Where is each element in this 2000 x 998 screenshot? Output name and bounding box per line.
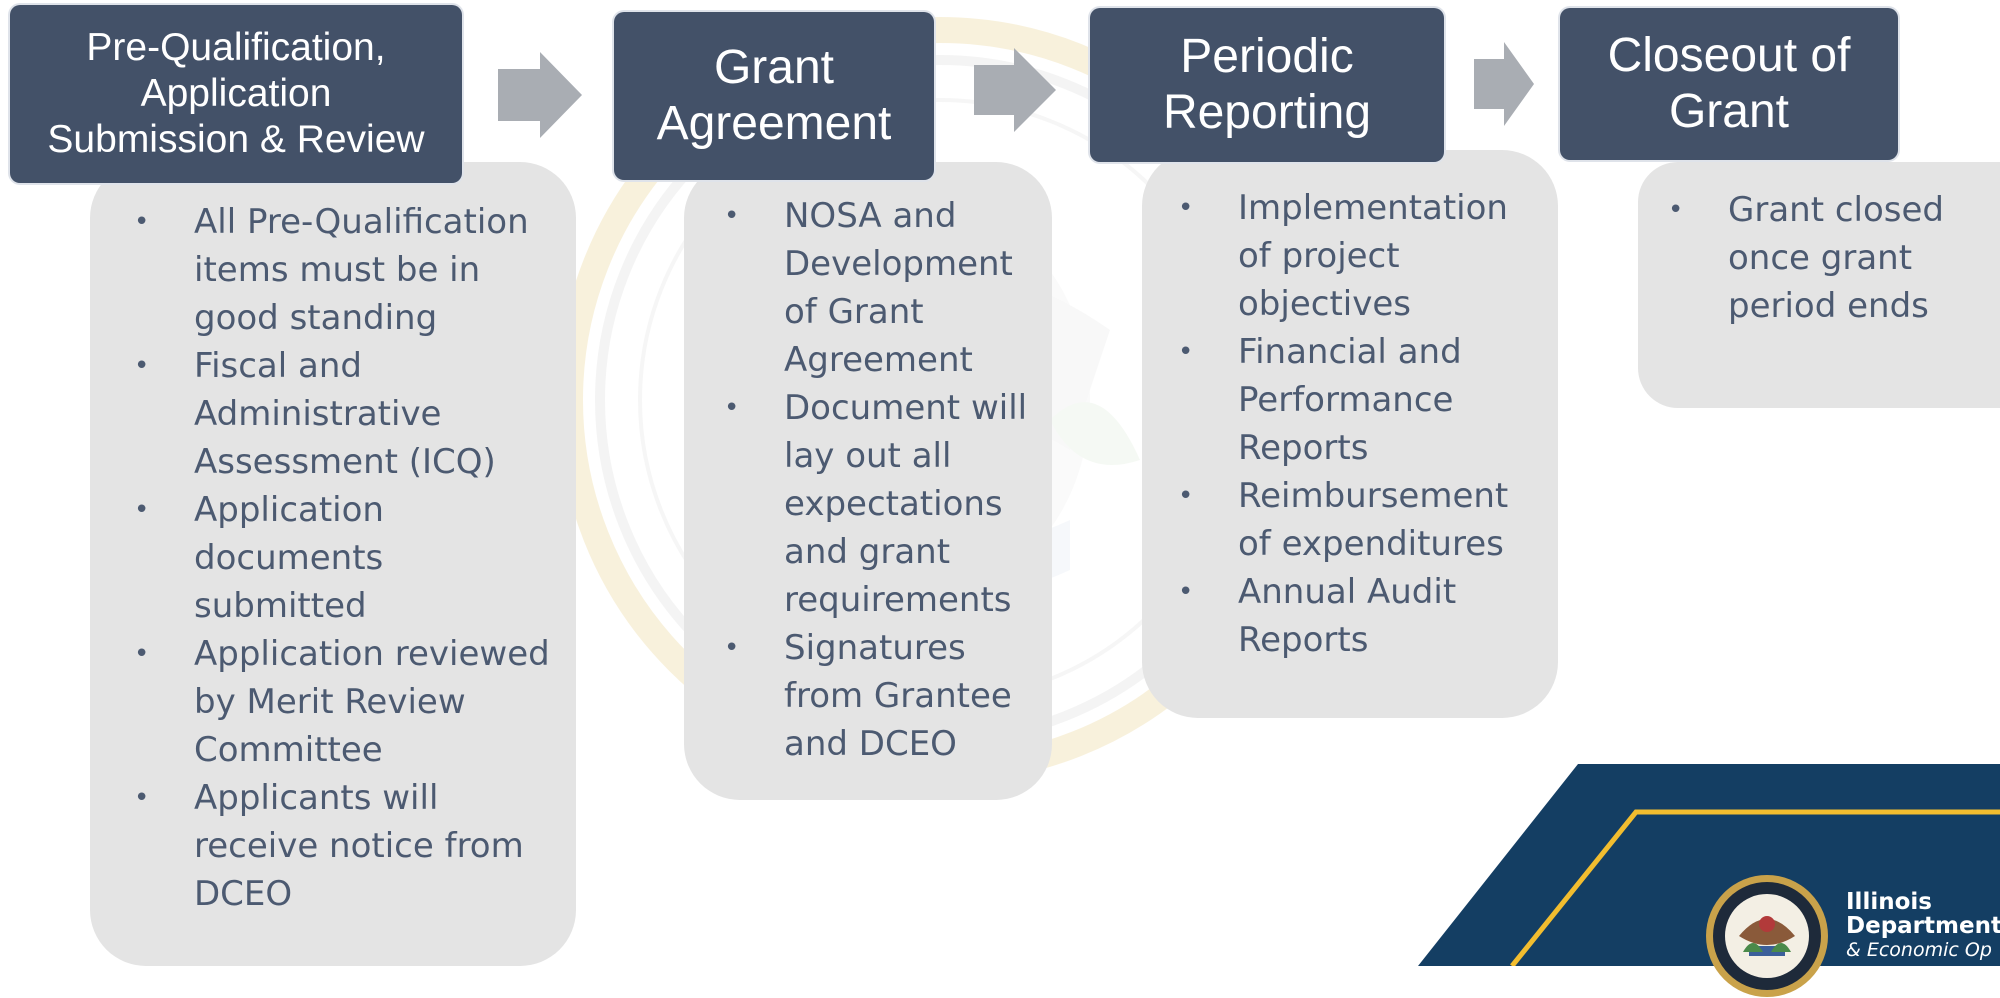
bullet: • bbox=[724, 393, 740, 423]
stage-panel-closeout: • Grant closed once grant period ends bbox=[1638, 162, 2000, 408]
bullet: • bbox=[134, 495, 150, 525]
list-item: • Fiscal and Administrative Assessment (I… bbox=[134, 342, 556, 486]
item-text: All Pre-Qualification items must be in g… bbox=[194, 202, 529, 338]
stage-panel-grant-agreement: • NOSA and Development of Grant Agreement… bbox=[684, 162, 1052, 800]
bullet: • bbox=[134, 639, 150, 669]
stage-header-grant-agreement: Grant Agreement bbox=[614, 12, 934, 180]
list-item: • Application documents submitted bbox=[134, 486, 556, 630]
item-text: Grant closed once grant period ends bbox=[1728, 190, 1945, 326]
item-text: NOSA and Development of Grant Agreement bbox=[784, 196, 1013, 380]
header-line: Submission & Review bbox=[47, 118, 425, 161]
chevron-arrow-icon bbox=[974, 48, 1056, 132]
stage-header-closeout: Closeout of Grant bbox=[1560, 8, 1898, 160]
bullet: • bbox=[1178, 193, 1194, 223]
list-item: • Annual Audit Reports bbox=[1178, 568, 1544, 664]
list-item: • All Pre-Qualification items must be in … bbox=[134, 198, 556, 342]
header-line: Reporting bbox=[1162, 86, 1372, 139]
logo-line-1: Illinois bbox=[1846, 889, 1932, 915]
bullet: • bbox=[1178, 577, 1194, 607]
stage-header-periodic-reporting: Periodic Reporting bbox=[1090, 8, 1444, 162]
bullet: • bbox=[134, 351, 150, 381]
list-item: • NOSA and Development of Grant Agreement bbox=[724, 192, 1038, 384]
stage-items-list: • Grant closed once grant period ends bbox=[1668, 186, 1986, 330]
bullet: • bbox=[1178, 481, 1194, 511]
chevron-arrow-icon bbox=[1474, 42, 1534, 126]
stage-panel-prequalification: • All Pre-Qualification items must be in … bbox=[90, 162, 576, 966]
item-text: Financial and Performance Reports bbox=[1238, 332, 1462, 468]
header-line: Closeout of bbox=[1607, 29, 1851, 82]
list-item: • Implementation of project objectives bbox=[1178, 184, 1544, 328]
item-text: Application reviewed by Merit Review Com… bbox=[194, 634, 550, 770]
bullet: • bbox=[1178, 337, 1194, 367]
dceo-seal-icon bbox=[1706, 875, 1828, 997]
item-text: Implementation of project objectives bbox=[1238, 188, 1508, 324]
chevron-arrow-icon bbox=[498, 52, 582, 138]
logo-line-2: Department bbox=[1846, 913, 2000, 939]
item-text: Signatures from Grantee and DCEO bbox=[784, 628, 1012, 764]
header-line: Grant bbox=[1668, 85, 1790, 138]
bullet: • bbox=[724, 633, 740, 663]
brand-corner-band bbox=[1418, 764, 2000, 966]
stage-items-list: • All Pre-Qualification items must be in … bbox=[134, 198, 556, 918]
stage-panel-periodic-reporting: • Implementation of project objectives • F… bbox=[1142, 150, 1558, 718]
logo-text: Illinois Department & Economic Op bbox=[1846, 890, 2000, 962]
list-item: • Signatures from Grantee and DCEO bbox=[724, 624, 1038, 768]
header-line: Agreement bbox=[656, 97, 892, 150]
header-line: Grant bbox=[713, 41, 835, 94]
header-line: Periodic bbox=[1180, 30, 1354, 83]
logo-line-3: & Economic Op bbox=[1846, 939, 1992, 961]
bullet: • bbox=[134, 783, 150, 813]
list-item: • Document will lay out all expectations … bbox=[724, 384, 1038, 624]
item-text: Fiscal and Administrative Assessment (IC… bbox=[194, 346, 496, 482]
item-text: Annual Audit Reports bbox=[1238, 572, 1457, 660]
stage-items-list: • Implementation of project objectives • F… bbox=[1178, 184, 1544, 664]
list-item: • Reimbursement of expenditures bbox=[1178, 472, 1544, 568]
item-text: Application documents submitted bbox=[194, 490, 384, 626]
stage-items-list: • NOSA and Development of Grant Agreement… bbox=[724, 192, 1038, 768]
header-line: Application bbox=[140, 72, 332, 115]
header-line: Pre-Qualification, bbox=[86, 26, 386, 69]
item-text: Document will lay out all expectations a… bbox=[784, 388, 1028, 620]
list-item: • Applicants will receive notice from DCE… bbox=[134, 774, 556, 918]
bullet: • bbox=[134, 207, 150, 237]
bullet: • bbox=[724, 201, 740, 231]
item-text: Reimbursement of expenditures bbox=[1238, 476, 1509, 564]
item-text: Applicants will receive notice from DCEO bbox=[194, 778, 524, 914]
bullet: • bbox=[1668, 195, 1684, 225]
list-item: • Grant closed once grant period ends bbox=[1668, 186, 1986, 330]
list-item: • Financial and Performance Reports bbox=[1178, 328, 1544, 472]
list-item: • Application reviewed by Merit Review Co… bbox=[134, 630, 556, 774]
stage-header-prequalification: Pre-Qualification, Application Submissio… bbox=[10, 5, 462, 183]
